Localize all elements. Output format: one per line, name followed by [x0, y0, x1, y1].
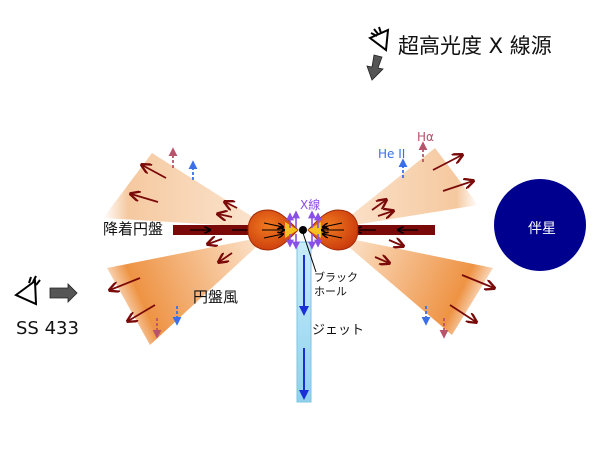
black-hole-pointer	[302, 232, 317, 273]
accretion-disk-label: 降着円盤	[103, 220, 164, 238]
wind-fan-upper-right	[335, 148, 478, 228]
h-alpha-label: Hα	[417, 130, 434, 144]
jet-label: ジェット	[312, 323, 365, 338]
wind-fan-lower-right	[336, 236, 493, 335]
xray-arrows	[286, 210, 322, 250]
black-hole	[299, 226, 307, 234]
wind-fan-lower-left	[107, 236, 268, 345]
observer-label: SS 433	[16, 318, 79, 339]
eye-icon-top	[368, 26, 390, 52]
xray-label: X線	[300, 198, 321, 212]
arrow-right-icon	[49, 283, 78, 303]
arrow-down-icon	[366, 54, 384, 81]
companion-star-label: 伴星	[528, 221, 556, 237]
accretion-disk-right	[350, 225, 435, 235]
he-ii-label: He II	[378, 147, 406, 161]
accretion-disk-left	[173, 225, 258, 235]
jet-beam	[296, 241, 312, 403]
eye-icon-left	[14, 275, 41, 306]
wind-fan-upper-left	[103, 153, 270, 228]
black-hole-label: ブラック ホール	[314, 271, 358, 298]
wind-arrows	[110, 155, 494, 322]
companion-star	[494, 179, 586, 271]
disk-wind-label: 円盤風	[193, 288, 239, 306]
diagram-title: 超高光度 X 線源	[398, 34, 552, 58]
